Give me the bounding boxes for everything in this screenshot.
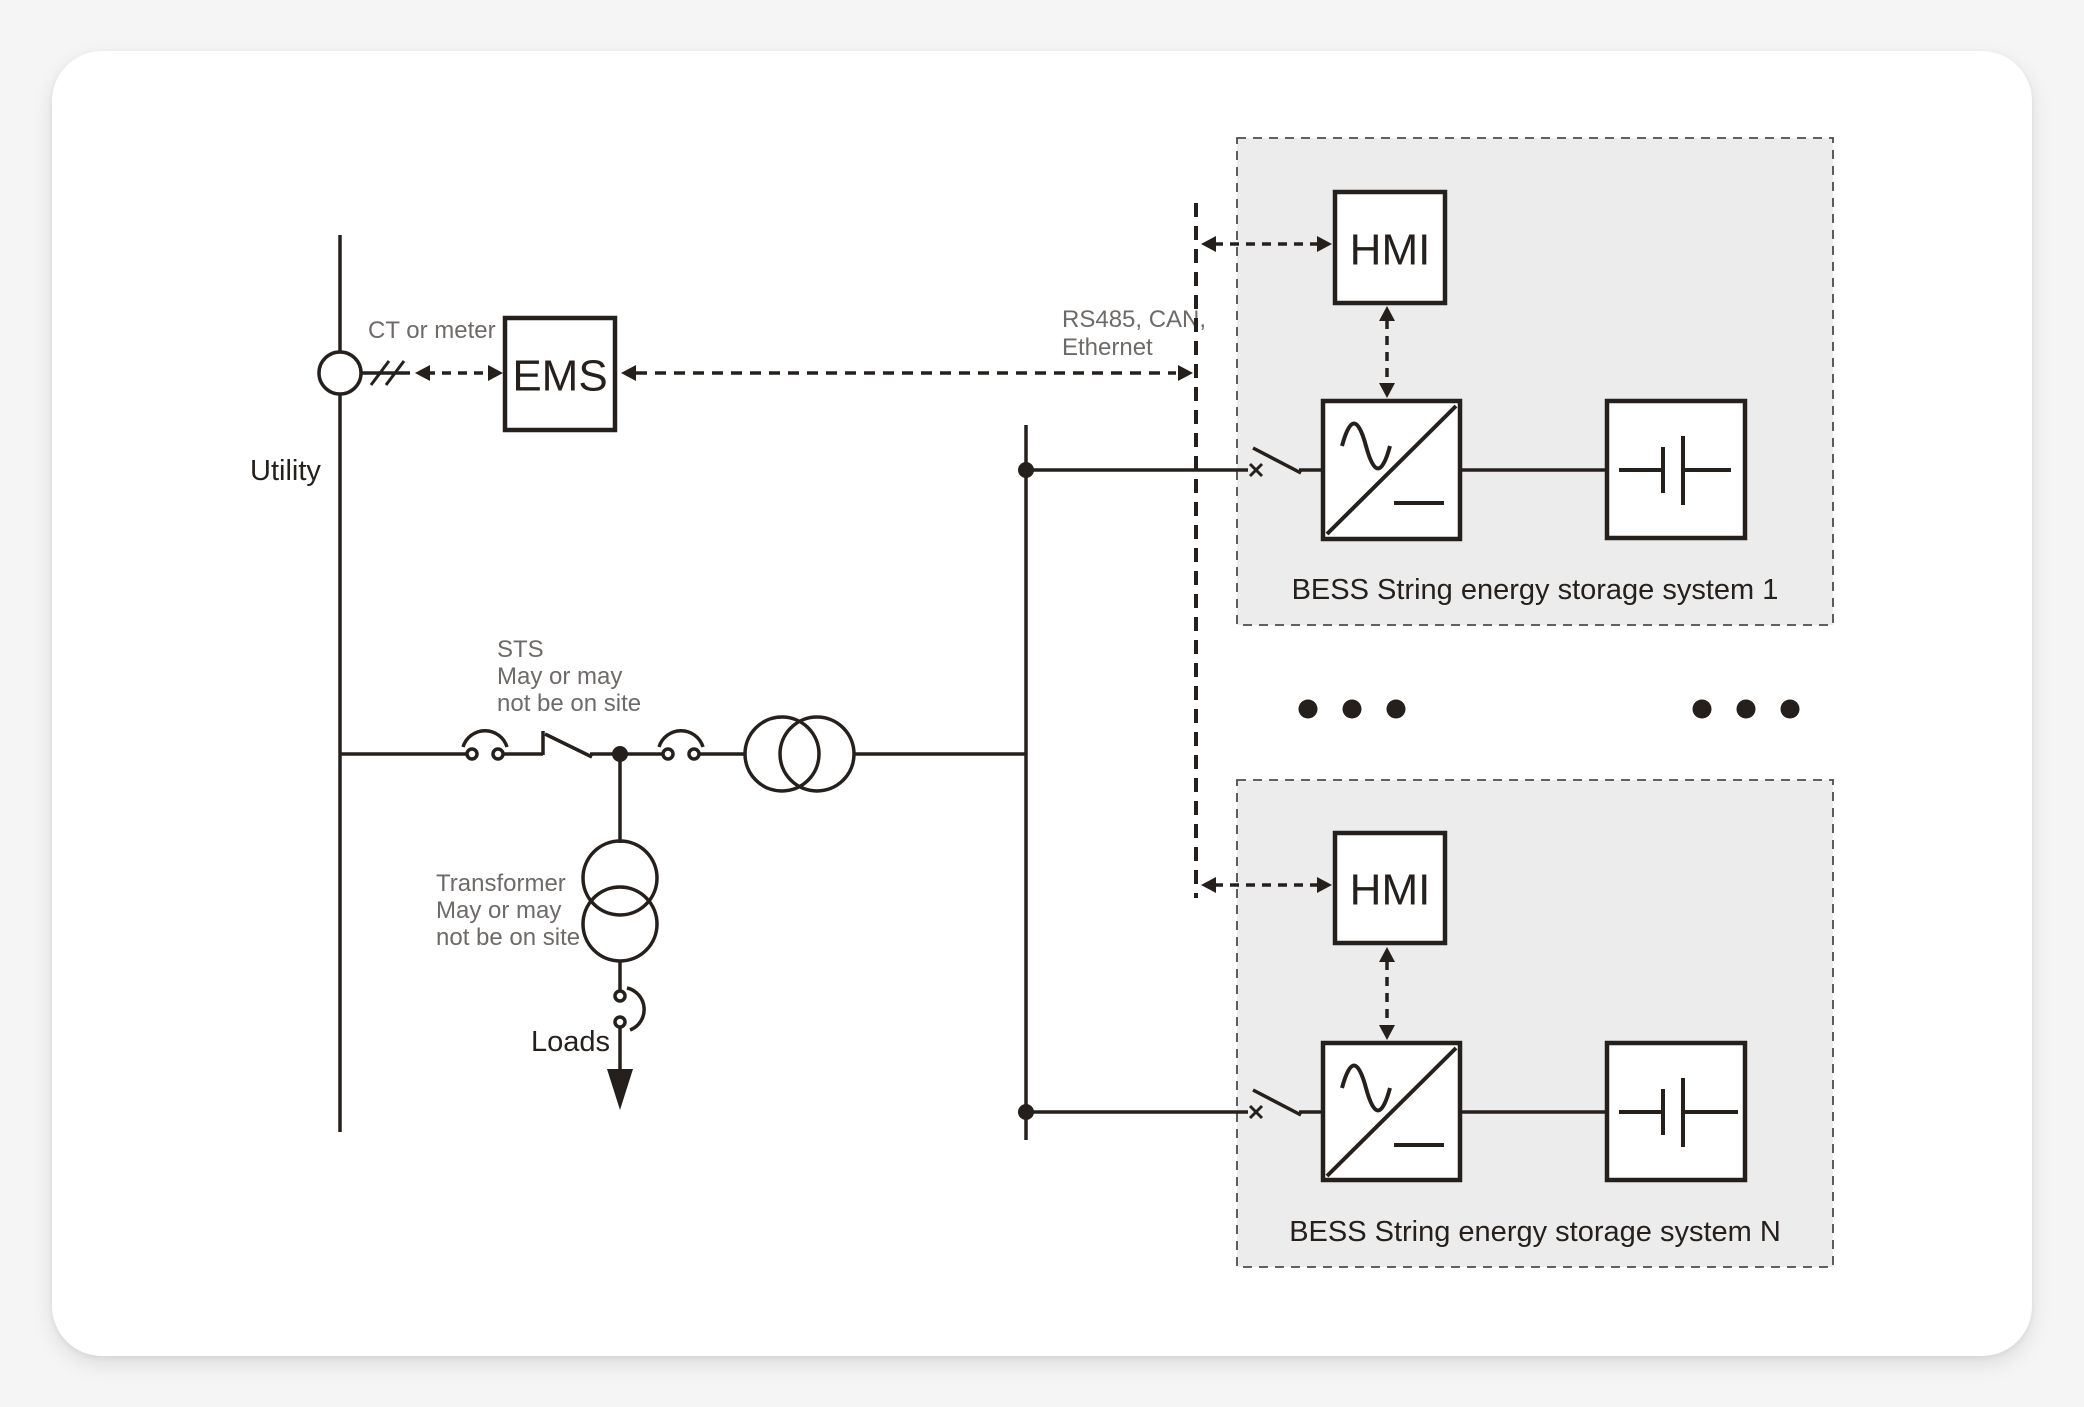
battery-icon <box>1619 1078 1738 1147</box>
ellipsis-dots-left <box>1298 699 1406 719</box>
bessN-caption: BESS String energy storage system N <box>1289 1216 1781 1248</box>
arrowhead-left-icon <box>1201 236 1216 252</box>
transformer-horizontal-icon <box>743 715 856 793</box>
loads-breaker-icon <box>613 986 646 1032</box>
ac-sine-icon <box>1340 1063 1392 1113</box>
loads-arrow-icon <box>607 1069 633 1110</box>
battery-icon <box>1619 436 1731 505</box>
bess1-hmi-label: HMI <box>1350 226 1431 275</box>
breaker-1-icon <box>461 729 509 761</box>
ems-label: EMS <box>512 352 607 401</box>
ac-sine-icon <box>1340 421 1392 471</box>
bessN-battery-box <box>1604 1040 1748 1183</box>
ct-meter-circle <box>317 350 363 396</box>
inverter-diagonal <box>1325 1046 1458 1178</box>
inverter-diagonal <box>1325 404 1458 536</box>
utility-label: Utility <box>250 455 321 487</box>
ellipsis-dots-right <box>1692 699 1800 719</box>
ct-meter-label: CT or meter <box>368 317 496 344</box>
arrowhead-left-icon <box>621 365 636 381</box>
bessN-disconnect-switch-icon <box>1248 1088 1323 1120</box>
bess1-panel <box>1236 137 1834 626</box>
comm-protocol-label-line1: RS485, CAN, <box>1062 306 1206 333</box>
sts-label-line3: not be on site <box>497 690 641 717</box>
transformer-label-line3: not be on site <box>436 924 580 951</box>
transformer-vertical-icon <box>581 839 659 963</box>
ct-slash-mark-2 <box>384 360 406 386</box>
breaker-2-icon <box>657 729 705 761</box>
bessN-panel <box>1236 779 1834 1268</box>
arrowhead-down-icon <box>1379 1025 1395 1040</box>
bessN-hmi-label: HMI <box>1350 866 1431 915</box>
bess1-disconnect-switch-icon <box>1248 446 1323 478</box>
comm-protocol-label-line2: Ethernet <box>1062 334 1153 361</box>
ct-slash-mark-1 <box>369 360 391 386</box>
transformer-label-line1: Transformer <box>436 870 566 897</box>
sts-label-line1: STS <box>497 636 544 663</box>
ems-box <box>502 315 618 433</box>
bess1-battery-box <box>1604 398 1748 541</box>
arrowhead-right-icon <box>1317 877 1332 893</box>
arrowhead-left-icon <box>1201 877 1216 893</box>
bess1-hmi-box <box>1332 189 1448 306</box>
bess1-caption: BESS String energy storage system 1 <box>1292 574 1779 606</box>
arrowhead-right-icon <box>488 365 503 381</box>
sts-switch-icon <box>541 731 593 759</box>
arrowhead-right-icon <box>1317 236 1332 252</box>
bessN-inverter-box <box>1320 1040 1463 1183</box>
sts-label-line2: May or may <box>497 663 622 690</box>
bessN-hmi-box <box>1332 830 1448 946</box>
arrowhead-right-icon <box>1178 365 1193 381</box>
loads-label: Loads <box>531 1026 610 1058</box>
arrowhead-left-icon <box>415 365 430 381</box>
transformer-label-line2: May or may <box>436 897 561 924</box>
arrowhead-down-icon <box>1379 383 1395 398</box>
arrowhead-up-icon <box>1379 306 1395 321</box>
bess1-inverter-box <box>1320 398 1463 542</box>
arrowhead-up-icon <box>1379 947 1395 962</box>
